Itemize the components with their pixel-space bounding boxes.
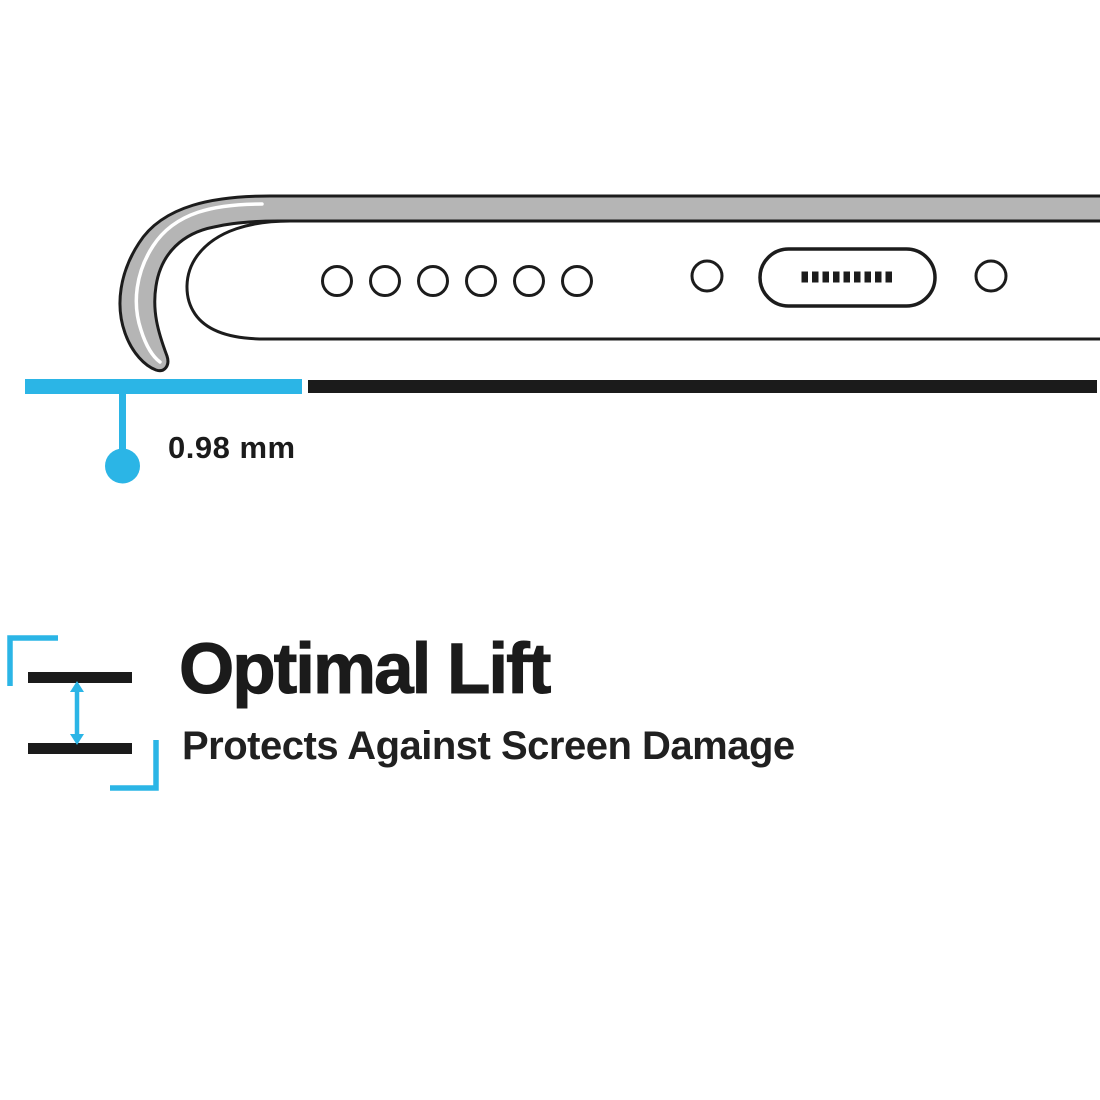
lift-measurement xyxy=(25,379,1097,484)
measure-drop-line xyxy=(119,394,126,452)
charging-port-icon xyxy=(758,247,937,308)
lift-spacing-icon xyxy=(7,635,159,791)
port-pins xyxy=(801,271,892,283)
phone-bottom-edge-illustration xyxy=(25,194,1100,484)
case-lip-level-bar xyxy=(25,379,302,394)
measure-marker-dot-icon xyxy=(105,448,140,484)
measurement-label: 0.98 mm xyxy=(168,430,296,465)
screw-hole-icon xyxy=(690,259,724,293)
bracket-top-left xyxy=(7,635,58,686)
screen-level-bar xyxy=(308,380,1097,393)
feature-subtitle: Protects Against Screen Damage xyxy=(182,724,795,768)
case-outline xyxy=(118,194,1100,373)
upper-surface-bar xyxy=(28,672,132,683)
speaker-hole-icon xyxy=(321,265,593,297)
screw-hole-icon xyxy=(974,259,1008,293)
case-highlight-line xyxy=(134,202,264,364)
bracket-bottom-right xyxy=(110,740,159,791)
feature-title: Optimal Lift xyxy=(178,630,551,709)
lower-surface-bar xyxy=(28,743,132,754)
double-arrow-icon xyxy=(70,681,84,745)
